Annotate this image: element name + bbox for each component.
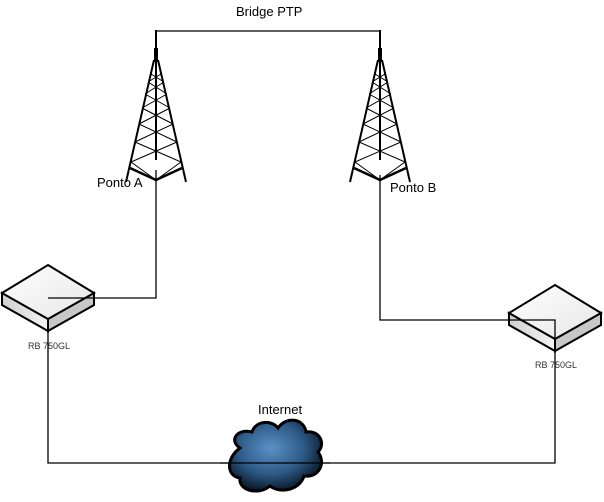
tower-icon-b (348, 28, 412, 184)
cloud-icon (220, 418, 330, 493)
diagram-title: Bridge PTP (236, 4, 303, 19)
tower-label-a: Ponto A (97, 175, 143, 190)
connection-lines (47, 30, 556, 464)
router-label-a: RB 750GL (28, 341, 71, 351)
tower-icon-a (124, 28, 188, 184)
tower-label-b: Ponto B (390, 180, 437, 195)
router-label-b: RB 750GL (535, 360, 578, 370)
cloud-label: Internet (258, 402, 303, 417)
